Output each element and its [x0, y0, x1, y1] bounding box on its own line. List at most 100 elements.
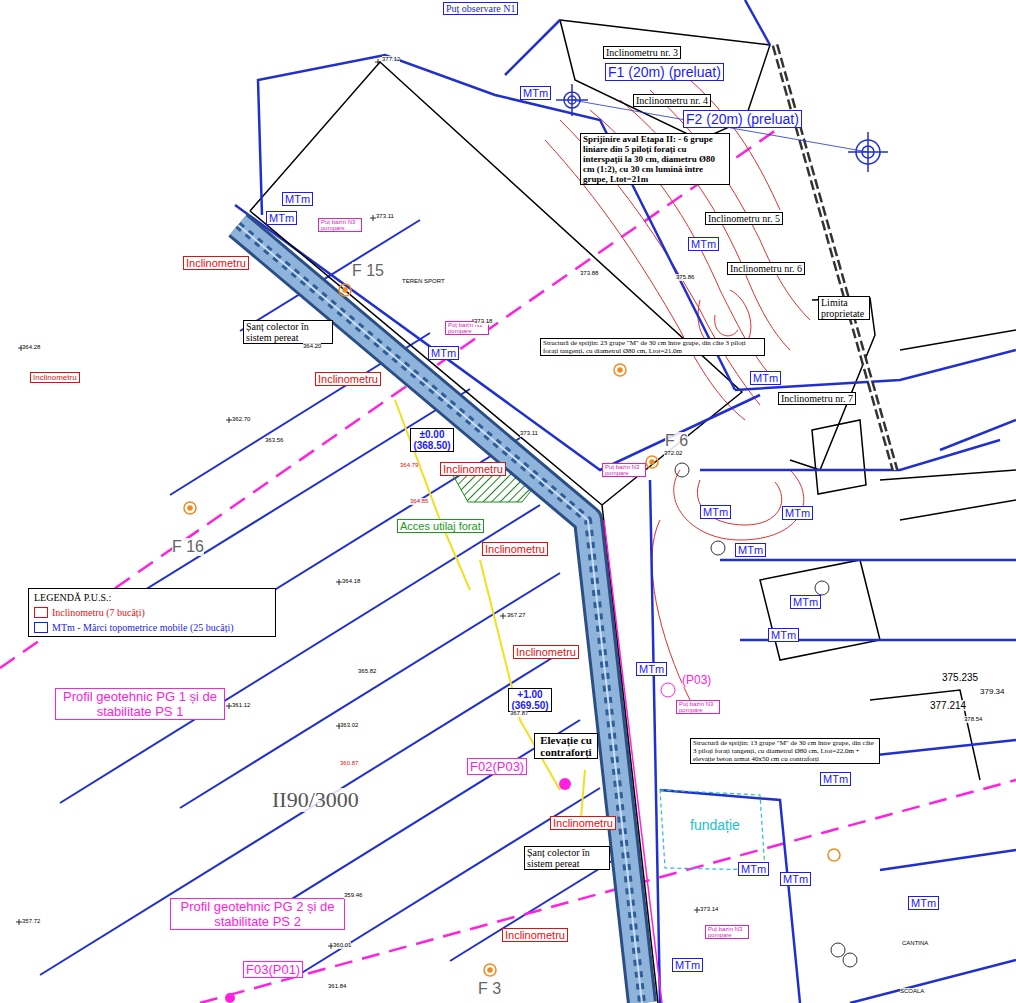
site-boundaries	[940, 420, 1016, 450]
inclinometer-box: Inclinometru	[183, 256, 249, 270]
survey-mark-box: MTm	[738, 862, 769, 876]
legend-box: LEGENDĂ P.U.S.:Inclinometru (7 bucăți)MT…	[28, 588, 276, 637]
elevation-number: 378.54	[964, 716, 982, 723]
elevation-number: 379.34	[980, 688, 1004, 697]
boreholes	[614, 364, 626, 376]
profile-lines	[250, 720, 580, 925]
box-text: MTm	[269, 212, 294, 224]
survey-mark-box: MTm	[735, 543, 766, 557]
box-text: Limita proprietate	[821, 297, 867, 319]
survey-mark-box: MTm	[790, 595, 821, 609]
site-boundaries	[650, 480, 660, 1003]
elevation-number: 375.86	[676, 274, 694, 281]
well-box: F1 (20m) (preluat)	[605, 63, 724, 81]
box-text: MTm	[753, 372, 778, 384]
box-text: Structură de sprijin: 13 grupe "M" de 30…	[693, 739, 877, 763]
note-box: Șanț colector în sistem pereat	[243, 320, 333, 344]
note-box: Structură de sprijin: 13 grupe "M" de 30…	[690, 738, 880, 764]
elevation-number: 372.02	[664, 450, 682, 457]
box-text: Puț bazin N3 pompare	[708, 926, 746, 938]
drill-points	[225, 683, 675, 1003]
boreholes	[339, 284, 351, 296]
note-box: Șanț colector în sistem pereat	[524, 846, 610, 870]
site-boundaries	[880, 850, 1016, 870]
legend-swatch	[34, 607, 48, 618]
property-outlines	[900, 500, 1016, 520]
box-text: ±0.00 (368.50)	[413, 429, 451, 451]
elevation-number: 360.87	[340, 760, 358, 767]
elevation-number: 364.20	[303, 343, 321, 350]
survey-mark-box: MTm	[520, 86, 551, 100]
pile-row	[775, 45, 895, 470]
survey-mark-box: MTm	[428, 346, 459, 360]
box-text: Inclinometru	[443, 463, 503, 475]
box-text: MTm	[691, 238, 716, 250]
box-text: MTm	[793, 596, 818, 608]
box-text: Inclinometru	[505, 929, 565, 941]
box-text: MTm	[523, 87, 548, 99]
fundatie-outline	[660, 790, 765, 870]
map-label: F 6	[665, 432, 688, 450]
elevation-number: 365.82	[358, 668, 376, 675]
inclinometer-box: Inclinometru	[440, 462, 506, 476]
section-lines	[0, 110, 1016, 1003]
well-box: Puț bazin N3 pompare	[318, 218, 362, 232]
box-text: Elevație cu contraforți	[537, 734, 595, 758]
box-text: Puț observare N1	[446, 3, 515, 14]
inclinometer-box: Inclinometru	[550, 816, 616, 830]
box-text: F2 (20m) (preluat)	[686, 111, 799, 127]
survey-mark-box: MTm	[750, 371, 781, 385]
inclinometer-box: Inclinometru	[315, 372, 381, 386]
profile-box: F03(P01)	[243, 961, 303, 978]
property-outlines	[760, 560, 880, 660]
note-box: Inclinometru nr. 5	[705, 212, 783, 225]
elevation-number: 364.18	[342, 578, 360, 585]
contour-lines	[697, 480, 781, 525]
box-text: Inclinometru	[186, 257, 246, 269]
boreholes	[484, 964, 496, 976]
elevation-number: 363.02	[340, 722, 358, 729]
contour-lines	[715, 315, 738, 336]
elevation-number: 367.27	[507, 612, 525, 619]
note-box: Structură de sprijin: 23 grupe "M" de 30…	[540, 338, 765, 356]
access-box: Acces utilaj forat	[397, 519, 484, 533]
profile-box: F02(P03)	[467, 758, 527, 775]
elevation-number: 364.79	[400, 462, 418, 469]
box-text: MTm	[431, 347, 456, 359]
box-text: MTm	[771, 629, 796, 641]
box-text: Șanț colector în sistem pereat	[246, 321, 330, 343]
profile-box: Profil geotehnic PG 1 și de stabilitate …	[55, 688, 225, 720]
access-lines	[395, 400, 585, 830]
fundatie-outline	[660, 790, 765, 870]
contour-lines	[674, 470, 804, 540]
elevation-number: 361.84	[328, 983, 346, 990]
box-text: Inclinometru	[318, 373, 378, 385]
property-outlines	[812, 420, 866, 494]
elevation-number: 367.87	[510, 710, 528, 717]
box-text: +1.00 (369.50)	[511, 689, 549, 711]
markers	[843, 953, 857, 967]
note-box: Inclinometru nr. 4	[633, 94, 711, 107]
box-text: MTm	[823, 773, 848, 785]
note-box: Limita proprietate	[818, 296, 870, 320]
legend-entry: Inclinometru (7 bucăți)	[34, 607, 270, 618]
box-text: MTm	[783, 873, 808, 885]
markers	[711, 541, 725, 555]
legend-swatch	[34, 622, 48, 633]
box-text: MTm	[285, 193, 310, 205]
elevation-number: 373.11	[520, 430, 538, 437]
elevation-number: 362.70	[232, 416, 250, 423]
map-label: F 15	[352, 262, 384, 280]
legend-text: Inclinometru (7 bucăți)	[52, 607, 145, 618]
elevation-number: 373.14	[700, 906, 718, 913]
elevation-number: 373.88	[580, 270, 598, 277]
box-text: Profil geotehnic PG 1 și de stabilitate …	[58, 689, 222, 719]
box-text: Inclinometru	[485, 543, 545, 555]
markers	[675, 463, 689, 477]
profile-box: Profil geotehnic PG 2 și de stabilitate …	[170, 898, 345, 930]
survey-mark-box: MTm	[782, 506, 813, 520]
boreholes	[646, 456, 658, 468]
box-text: Șanț colector în sistem pereat	[527, 847, 607, 869]
property-outlines	[250, 20, 1016, 780]
